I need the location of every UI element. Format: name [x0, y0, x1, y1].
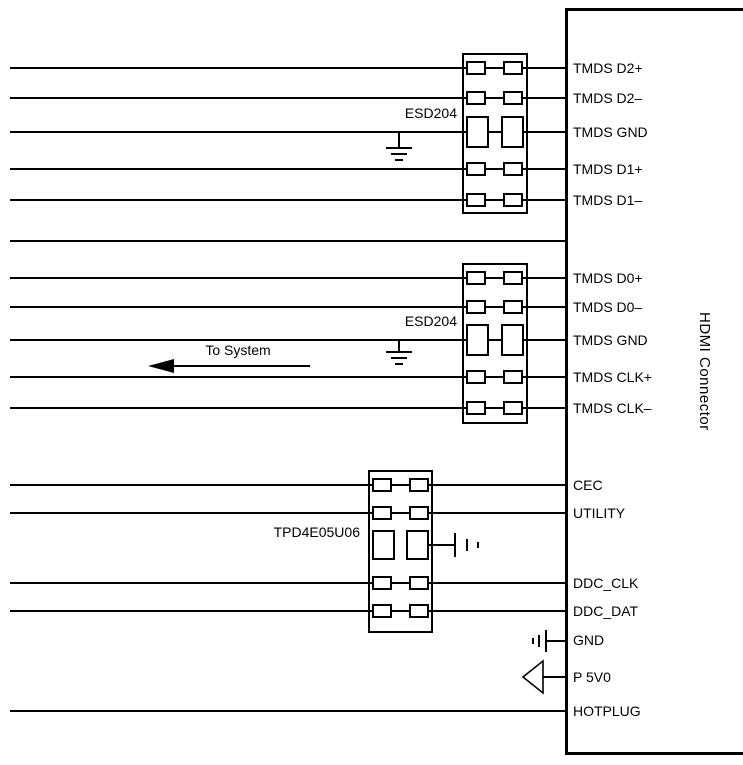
hdmi-connector-label: HDMI Connector	[696, 312, 713, 431]
ic-pin-pad	[372, 478, 392, 492]
tpd4e05u06-block	[368, 470, 433, 633]
esd204-top-label: ESD204	[404, 105, 457, 121]
signal-line	[10, 306, 565, 308]
ic-pin-pad	[503, 162, 523, 176]
signal-line	[10, 277, 565, 279]
signal-line	[10, 97, 565, 99]
ic-pin-pad	[409, 576, 429, 590]
pin-label: DDC_DAT	[573, 603, 639, 619]
ic-pin-pad	[503, 61, 523, 75]
pin-label: TMDS D2+	[573, 60, 643, 76]
pin-label: DDC_CLK	[573, 575, 639, 591]
pin-label: TMDS D1–	[573, 192, 643, 208]
signal-line	[10, 484, 565, 486]
ic-pin-pad	[372, 576, 392, 590]
esd204-bottom-block	[462, 263, 528, 424]
ic-pin-pad	[466, 61, 486, 75]
pin-label: CEC	[573, 477, 603, 493]
pin-label: TMDS D0+	[573, 270, 643, 286]
ground-icon-esd-bottom	[386, 340, 412, 365]
pin-label: TMDS CLK+	[573, 369, 652, 385]
ic-pin-pad	[409, 478, 429, 492]
signal-line	[10, 582, 565, 584]
pin-label: TMDS D0–	[573, 299, 643, 315]
ic-pin-pad	[466, 162, 486, 176]
signal-line	[10, 131, 565, 133]
signal-line	[10, 168, 565, 170]
ic-pin-pad	[372, 506, 392, 520]
pin-label: GND	[573, 632, 605, 648]
ground-icon-connector-gnd	[532, 630, 566, 652]
pin-label: TMDS D2–	[573, 90, 643, 106]
power-flag-icon	[521, 659, 566, 695]
ic-pin-pad	[501, 116, 524, 148]
pin-label: TMDS CLK–	[573, 400, 652, 416]
pin-label: P 5V0	[573, 669, 611, 685]
tpd4e05u06-label: TPD4E05U06	[273, 524, 360, 540]
ic-pin-pad	[503, 370, 523, 384]
signal-line	[10, 710, 565, 712]
ic-pin-pad	[466, 91, 486, 105]
signal-line	[10, 199, 565, 201]
ground-icon-esd-top	[386, 132, 412, 161]
to-system-arrow-icon	[148, 359, 310, 373]
signal-line-unlabeled	[10, 240, 565, 242]
to-system-label: To System	[205, 342, 271, 358]
ic-pin-pad	[406, 530, 429, 560]
signal-line	[10, 339, 565, 341]
signal-line	[10, 610, 565, 612]
ic-pin-pad	[503, 300, 523, 314]
ic-pin-pad	[409, 506, 429, 520]
signal-line	[10, 407, 565, 409]
ic-pin-pad	[503, 193, 523, 207]
pin-label: TMDS GND	[573, 332, 648, 348]
ic-pin-pad	[503, 91, 523, 105]
ic-pin-pad	[466, 401, 486, 415]
ground-icon-tpd	[429, 533, 479, 557]
signal-line	[10, 67, 565, 69]
ic-pin-pad	[466, 271, 486, 285]
ic-pin-pad	[466, 116, 489, 148]
ic-pin-pad	[372, 604, 392, 618]
ic-pin-pad	[466, 300, 486, 314]
signal-line	[10, 512, 565, 514]
ic-pin-pad	[466, 324, 489, 356]
ic-pin-pad	[372, 530, 395, 560]
pin-label: TMDS D1+	[573, 161, 643, 177]
signal-line	[10, 376, 565, 378]
ic-pin-pad	[466, 370, 486, 384]
ic-pin-pad	[501, 324, 524, 356]
hdmi-connector-box	[565, 8, 743, 755]
pin-label: HOTPLUG	[573, 703, 641, 719]
ic-pin-pad	[466, 193, 486, 207]
ic-pin-pad	[503, 271, 523, 285]
pin-label: UTILITY	[573, 505, 626, 521]
pin-label: TMDS GND	[573, 124, 648, 140]
esd204-top-block	[462, 53, 528, 214]
ic-pin-pad	[409, 604, 429, 618]
ic-pin-pad	[503, 401, 523, 415]
esd204-bottom-label: ESD204	[404, 313, 457, 329]
